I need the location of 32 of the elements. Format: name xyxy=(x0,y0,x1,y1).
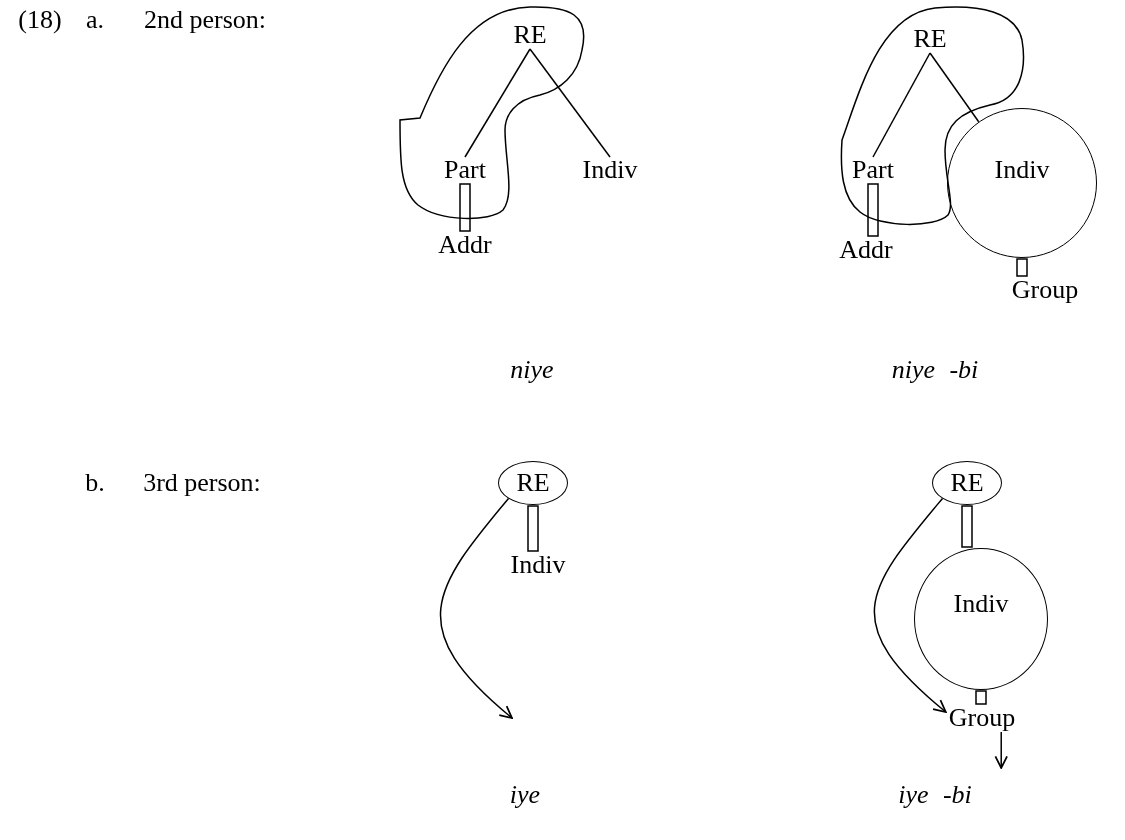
tree-line xyxy=(464,48,531,158)
feature-label: Indiv xyxy=(510,552,566,578)
feature-label: Indiv xyxy=(582,157,638,183)
tree-line xyxy=(872,52,931,158)
feature-label: Group xyxy=(948,705,1016,731)
feature-label: Part xyxy=(852,157,894,183)
word-form: iye -bi xyxy=(898,782,972,808)
tree-line xyxy=(929,52,980,123)
feature-label: Addr xyxy=(839,237,893,263)
link-mark xyxy=(975,690,987,705)
item-letter: a. xyxy=(86,7,104,33)
example-number: (18) xyxy=(18,7,62,33)
feature-label: Addr xyxy=(438,232,492,258)
link-mark xyxy=(459,183,471,232)
link-mark xyxy=(527,505,539,552)
link-mark xyxy=(961,505,973,548)
row-heading: 3rd person: xyxy=(143,470,261,496)
feature-label: Part xyxy=(444,157,486,183)
feature-label: RE xyxy=(913,26,947,52)
link-mark xyxy=(1016,258,1028,277)
tree-line xyxy=(529,48,611,158)
word-form: niye -bi xyxy=(891,357,979,383)
arrow xyxy=(994,731,1008,769)
row-heading: 2nd person: xyxy=(144,7,266,33)
word-form: niye xyxy=(510,357,554,383)
item-letter: b. xyxy=(85,470,105,496)
arrow xyxy=(440,497,513,719)
feature-label: Group xyxy=(1011,277,1079,303)
link-mark xyxy=(867,183,879,237)
word-form: iye xyxy=(509,782,541,808)
arrow xyxy=(874,497,947,713)
feature-label: RE xyxy=(513,22,547,48)
